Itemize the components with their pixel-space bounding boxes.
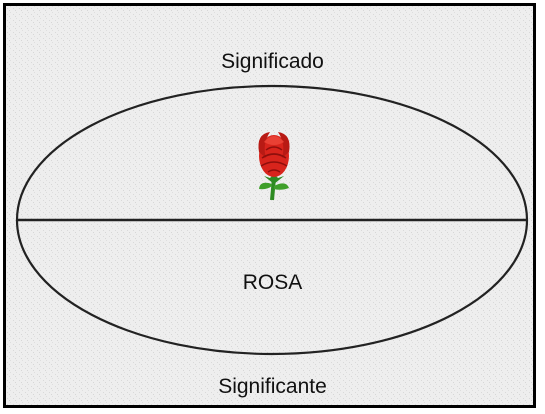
sign-diagram — [6, 6, 533, 405]
sign-word: ROSA — [242, 271, 303, 294]
rose-icon — [258, 132, 290, 201]
paper-texture — [6, 6, 533, 405]
diagram-frame: Significado ROSA Significante — [3, 3, 536, 408]
signifier-label: Significante — [218, 375, 327, 398]
signified-label: Significado — [221, 50, 324, 73]
